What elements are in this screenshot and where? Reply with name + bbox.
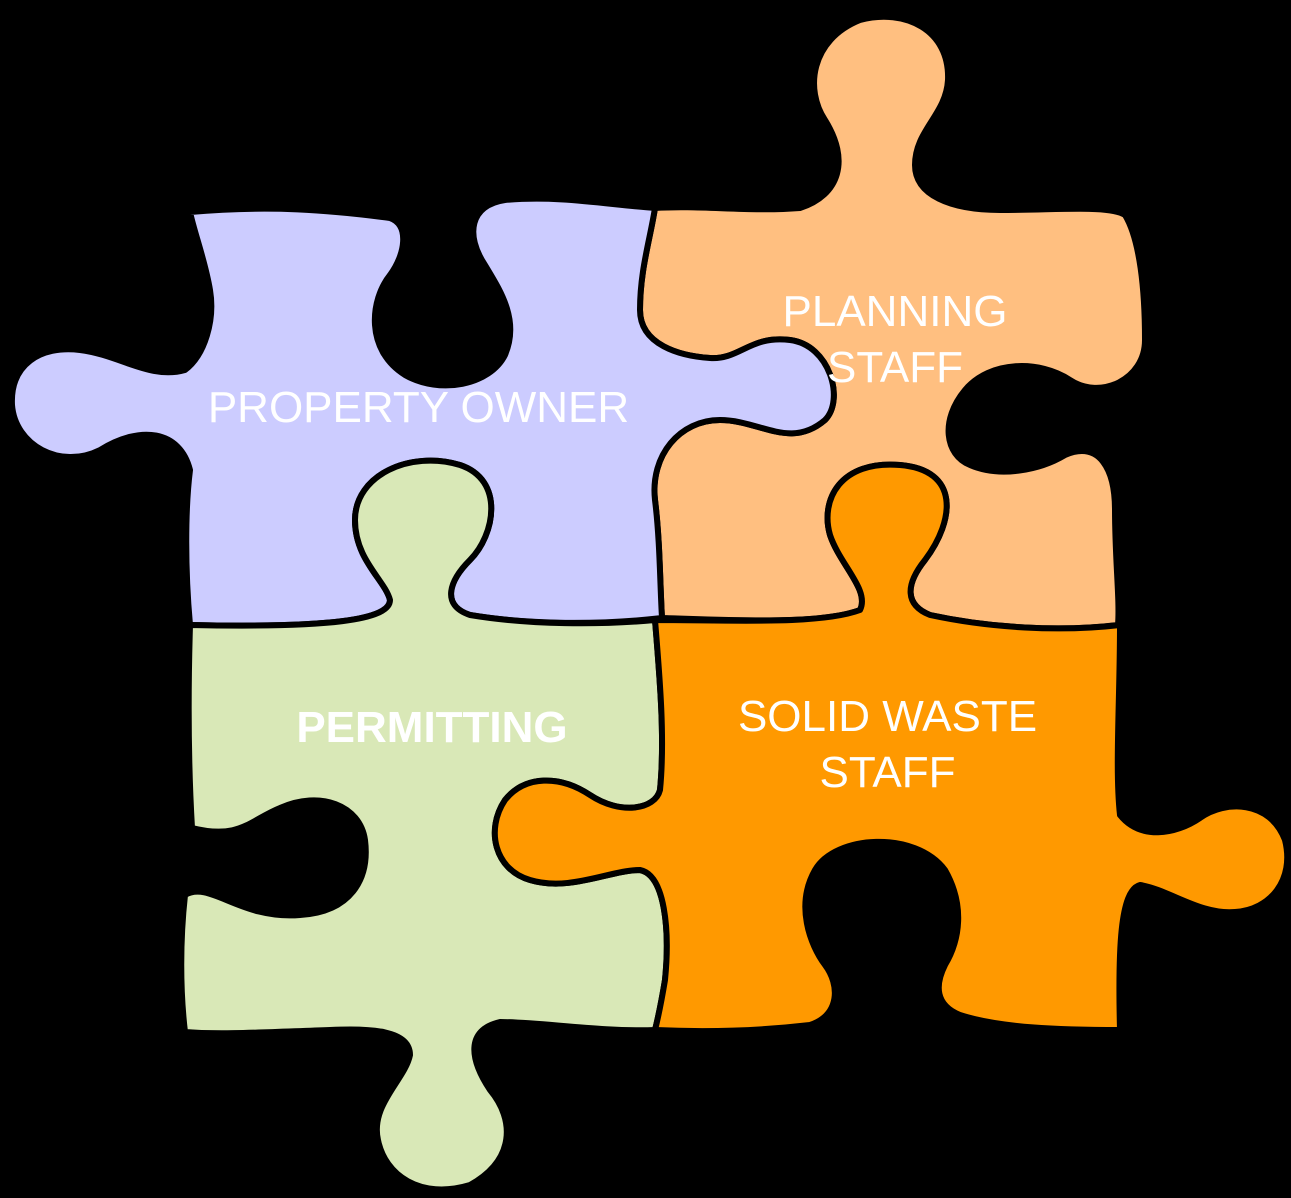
solid-waste-staff-label: SOLID WASTE STAFF — [700, 689, 1075, 801]
planning-staff-line2: STAFF — [770, 340, 1020, 396]
solid-waste-staff-line2: STAFF — [700, 745, 1075, 801]
permitting-label: PERMITTING — [262, 700, 602, 756]
solid-waste-staff-line1: SOLID WASTE — [700, 689, 1075, 745]
planning-staff-line1: PLANNING — [770, 284, 1020, 340]
planning-staff-label: PLANNING STAFF — [770, 284, 1020, 396]
property-owner-text: PROPERTY OWNER — [186, 380, 651, 436]
permitting-text: PERMITTING — [262, 700, 602, 756]
property-owner-label: PROPERTY OWNER — [186, 380, 651, 436]
